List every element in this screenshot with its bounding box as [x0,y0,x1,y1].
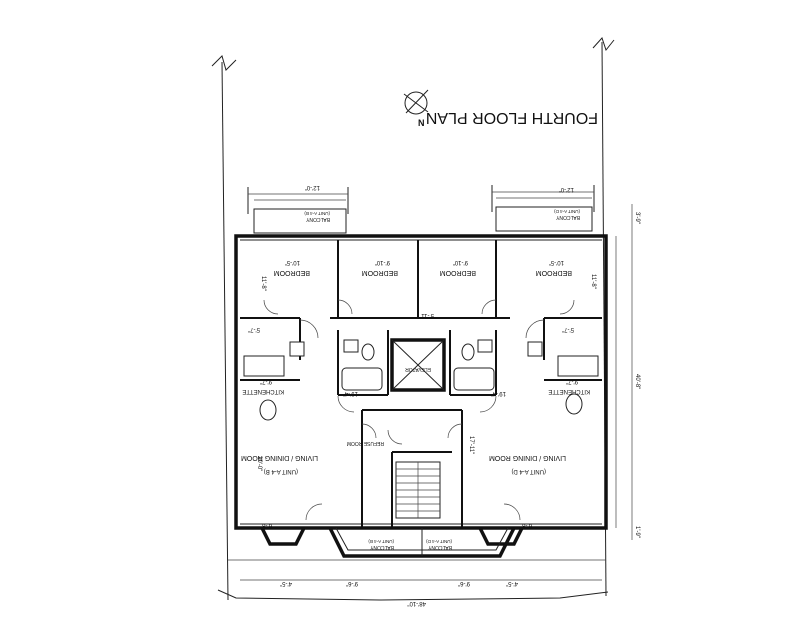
room-bedroom-nc: BEDROOM 9'-10" [362,259,398,276]
svg-text:BALCONY: BALCONY [305,216,330,222]
svg-text:48'-10": 48'-10" [407,600,426,606]
room-name: LIVING / DINING ROOM [489,454,566,461]
svg-text:BALCONY: BALCONY [427,544,452,550]
svg-text:9'-6": 9'-6" [458,580,470,586]
dimension-lines [228,197,633,581]
room-bedroom-ec: BEDROOM 9'-10" [440,259,476,276]
room-unit: (UNIT A-4 D) [511,468,546,474]
svg-text:(UNIT A-4 D): (UNIT A-4 D) [426,539,452,544]
svg-text:12'-0": 12'-0" [305,184,320,190]
svg-text:12'-0": 12'-0" [559,186,574,192]
room-dim: 9'-7" [566,378,578,384]
room-name: KITCHENETTE [548,388,590,394]
room-kitchenette-w: KITCHENETTE 9'-7" [242,378,284,394]
room-living-w: (UNIT A-4 B) LIVING / DINING ROOM [241,454,318,474]
exterior-walls [234,234,608,530]
svg-text:6'-8": 6'-8" [260,522,272,528]
room-living-e: (UNIT A-4 D) LIVING / DINING ROOM [489,454,566,474]
north-arrow-icon: N [403,89,429,128]
svg-text:17'-11": 17'-11" [468,436,474,454]
svg-text:10'-0": 10'-0" [256,456,262,471]
svg-text:4'-5": 4'-5" [506,580,518,586]
svg-text:5'-11": 5'-11" [419,312,434,318]
room-name: LIVING / DINING ROOM [241,454,318,461]
svg-text:19'-4": 19'-4" [491,390,506,396]
bay-windows [260,527,524,546]
room-dim: 9'-10" [453,259,468,265]
room-name: BEDROOM [274,269,310,276]
svg-text:11'-8": 11'-8" [260,276,266,291]
room-name: BEDROOM [362,269,398,276]
elevator-core: ELEVATOR [390,338,446,392]
svg-text:9'-6": 9'-6" [346,580,358,586]
balcony-top-west [247,187,349,234]
room-name: BEDROOM [440,269,476,276]
svg-text:(UNIT A-4 D): (UNIT A-4 D) [554,209,580,214]
svg-text:3'-9": 3'-9" [634,212,640,224]
svg-text:4'-5": 4'-5" [280,580,292,586]
room-unit: (UNIT A-4 B) [264,468,298,474]
kitchen-fixtures [243,341,599,421]
room-kitchenette-e: KITCHENETTE 9'-7" [548,378,590,394]
bathroom-fixtures [341,339,495,391]
svg-text:(UNIT A-4 B): (UNIT A-4 B) [368,539,394,544]
vertical-dimension-labels: 40'-8" 3'-9" 1'-9" 11'-8" 11'-8" 10'-0" … [256,212,640,538]
north-label: N [418,118,425,128]
svg-text:BALCONY: BALCONY [369,544,394,550]
svg-text:(UNIT A-4 B): (UNIT A-4 B) [304,211,330,216]
svg-text:1'-9": 1'-9" [634,526,640,538]
room-dim: 9'-10" [375,259,390,265]
balcony-label-top-e: BALCONY (UNIT A-4 D) [554,209,580,220]
room-name: KITCHENETTE [242,388,284,394]
room-name: REFUSE ROOM [347,440,384,446]
stairs [395,461,441,519]
balcony-bottom [328,527,516,558]
room-dim: 10'-5" [549,259,564,265]
interior-walls [240,240,602,528]
svg-text:6'-8": 6'-8" [520,522,532,528]
svg-text:BALCONY: BALCONY [555,214,580,220]
svg-text:5'-7": 5'-7" [248,326,260,332]
balcony-top-east [491,185,595,232]
room-dim: 9'-7" [260,378,272,384]
room-name: BEDROOM [536,269,572,276]
room-bedroom-nw: BEDROOM 10'-5" [274,259,310,276]
door-swings [263,299,575,521]
dimension-labels: 48'-10" 9'-6" 9'-6" 4'-5" 4'-5" 6'-8" 6'… [248,184,574,606]
svg-text:40'-8": 40'-8" [634,374,640,389]
balcony-label-bottom-w: BALCONY (UNIT A-4 B) [368,539,394,550]
room-bedroom-ne: BEDROOM 10'-5" [536,259,572,276]
room-refuse: REFUSE ROOM [347,440,384,446]
svg-text:19'-4": 19'-4" [343,390,358,396]
balcony-label-top-w: BALCONY (UNIT A-4 B) [304,211,330,222]
elevator-label: ELEVATOR [405,366,431,372]
balcony-label-bottom-e: BALCONY (UNIT A-4 D) [426,539,452,550]
svg-text:11'-8": 11'-8" [590,274,596,289]
svg-text:5'-7": 5'-7" [562,326,574,332]
plan-title: FOURTH FLOOR PLAN [426,109,598,126]
room-dim: 10'-5" [285,259,300,265]
